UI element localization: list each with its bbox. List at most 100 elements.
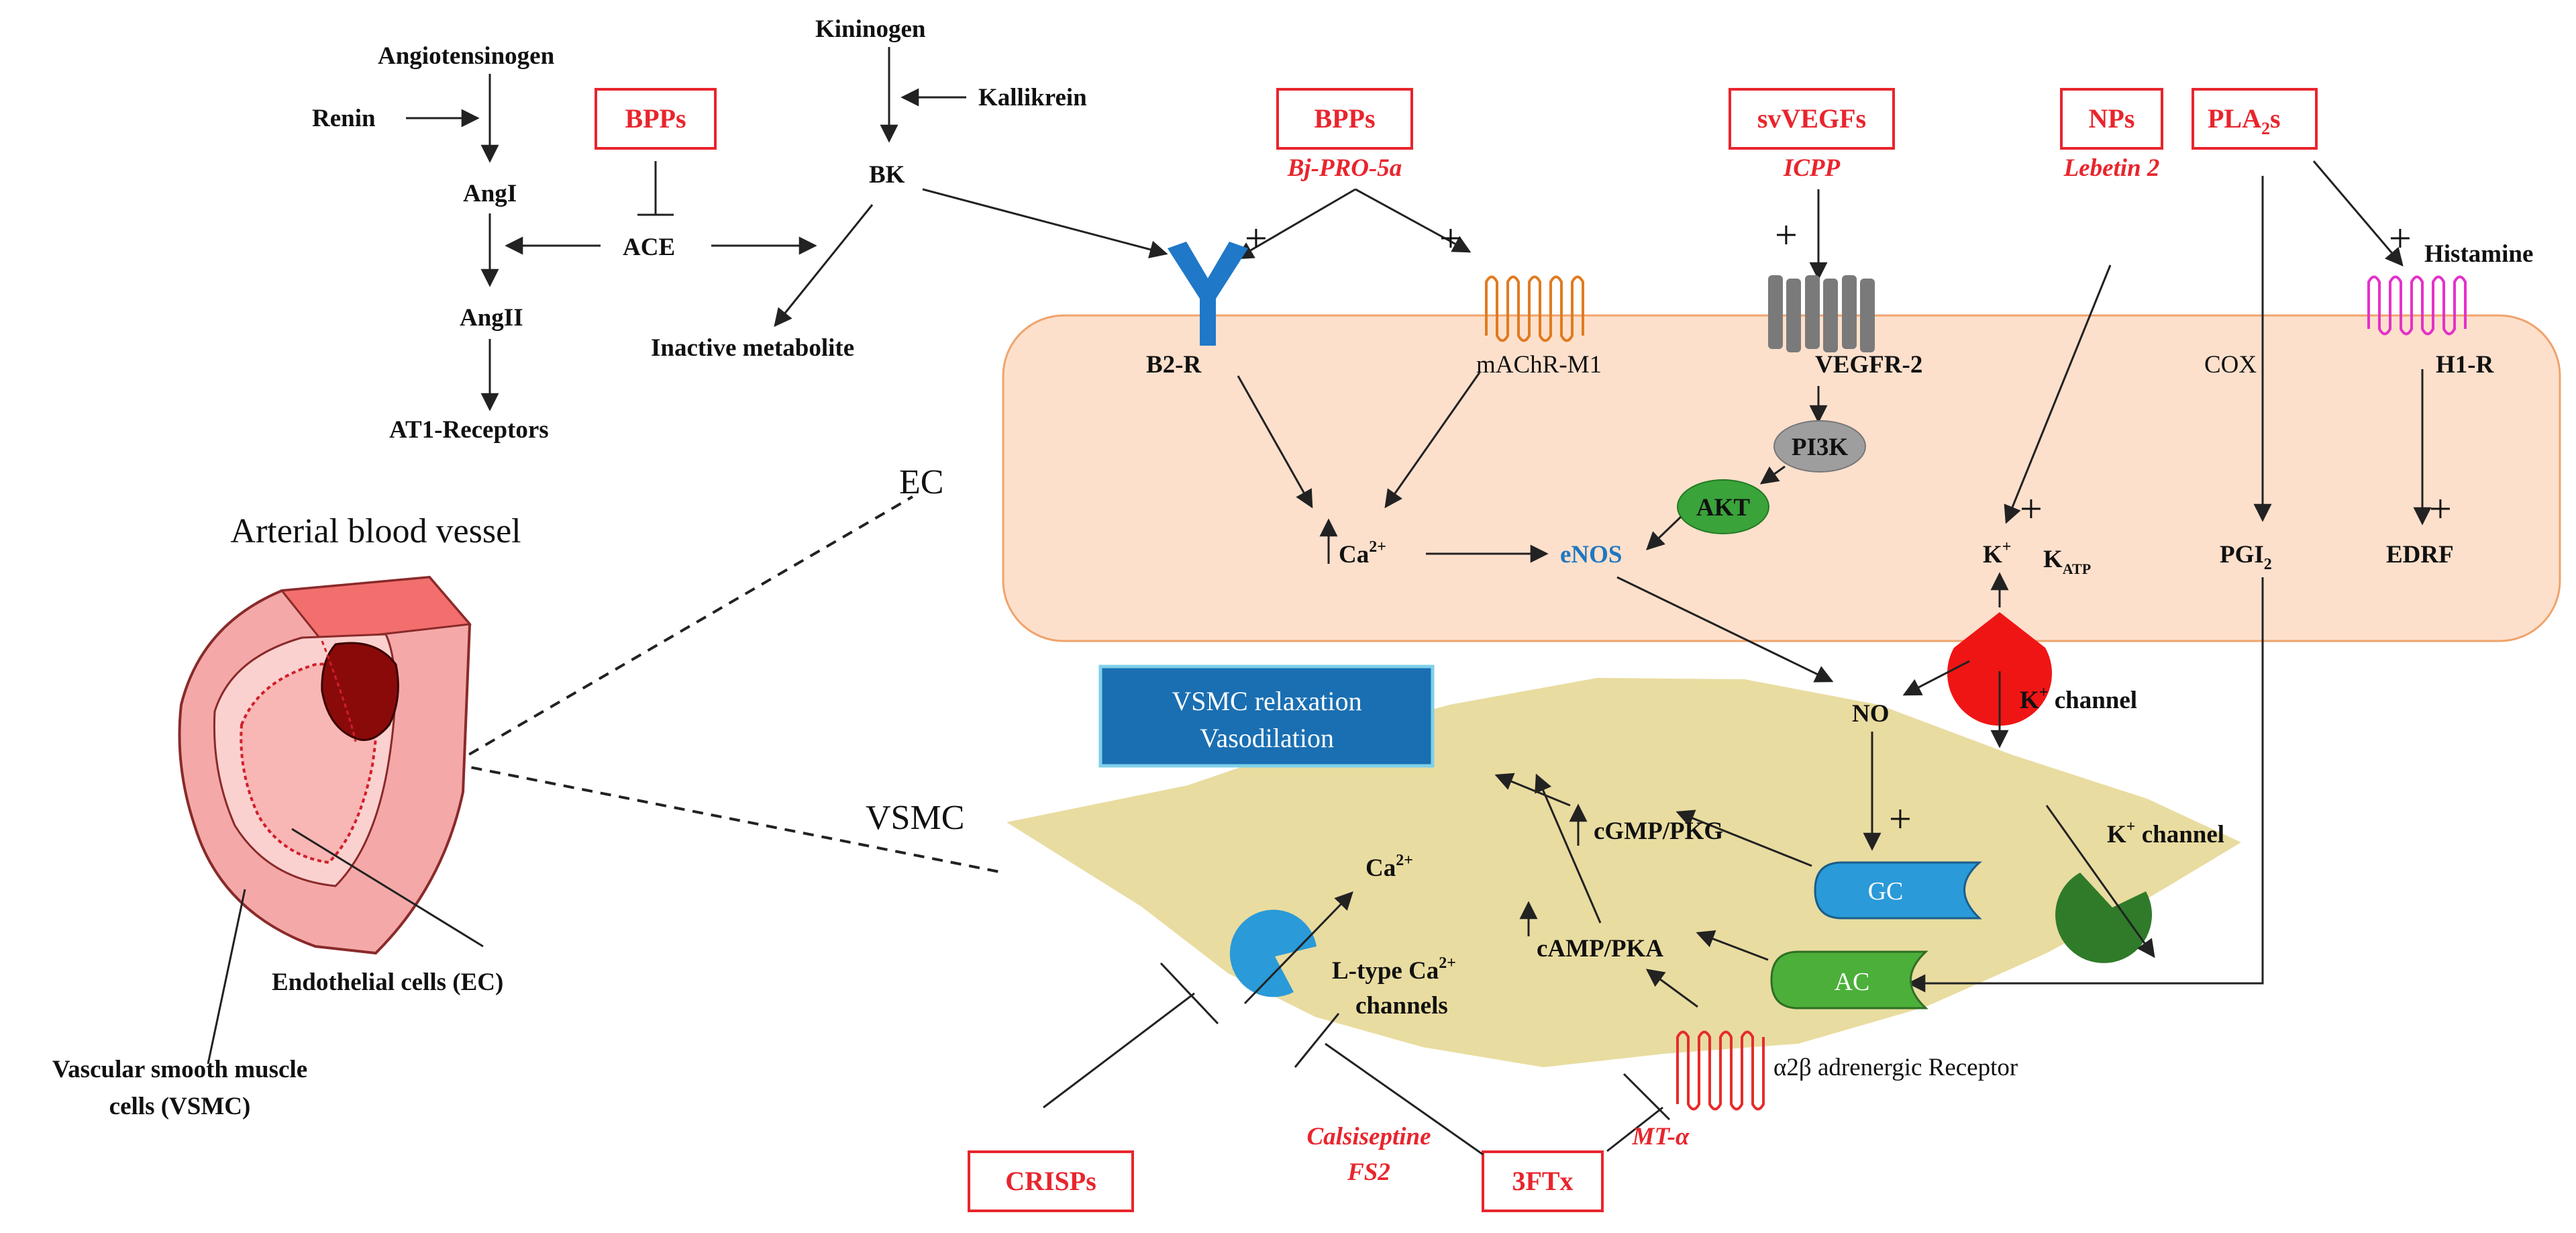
crisps-inhibition-line <box>1043 992 1195 1109</box>
bk-to-b2r-arrow <box>922 188 1168 258</box>
3ftx-ltype-inhibition-line <box>1325 1042 1484 1156</box>
vsmc-region <box>1007 678 2241 1067</box>
alpha2-to-camp-arrow <box>1645 969 1698 1008</box>
3ftx-label: 3FTx <box>1512 1166 1573 1196</box>
k-channel-vsmc-label: K+ channel <box>2107 818 2224 848</box>
fs2-label: FS2 <box>1347 1158 1390 1186</box>
3ftx-alpha2-inhibition-line <box>1606 1106 1663 1152</box>
l-type-channel-icon <box>1229 909 1317 997</box>
plus-machr: + <box>1439 216 1462 260</box>
3ftx-alpha2-inhibition-bar <box>1622 1073 1671 1121</box>
nps-label: NPs <box>2089 103 2135 134</box>
nps-to-katp-arrow <box>2004 264 2112 524</box>
angI-label: AngI <box>463 180 517 207</box>
ec-dashed-pointer <box>452 495 914 765</box>
k-channel-vsmc-icon <box>2055 873 2153 963</box>
pi3k-label: PI3K <box>1792 434 1849 461</box>
pi3k-node <box>1773 420 1866 473</box>
endothelial-cells-label: Endothelial cells (EC) <box>272 969 503 996</box>
bpps-mid-label: BPPs <box>1314 103 1375 134</box>
ac-node <box>1770 950 1928 1009</box>
ec-label: EC <box>899 463 943 501</box>
kallikrein-label: Kallikrein <box>978 84 1087 111</box>
gc-node <box>1814 861 1982 920</box>
plus-b2r: + <box>1245 216 1268 260</box>
ca-ec-label: Ca2+ <box>1339 538 1386 569</box>
ac-label: AC <box>1835 968 1870 996</box>
b2r-to-ca-arrow <box>1237 375 1313 509</box>
b2r-receptor-icon <box>1168 242 1248 346</box>
bpps-left-box <box>595 88 717 150</box>
cgmp-to-relax-arrow <box>1494 773 1571 807</box>
machr-label: mAChR-M1 <box>1476 351 1602 379</box>
inactive-metabolite-label: Inactive metabolite <box>651 334 854 362</box>
camp-pka-label: cAMP/PKA <box>1537 935 1663 963</box>
plus-katp: + <box>2020 487 2043 531</box>
katp-label: KATP <box>2043 546 2091 577</box>
3ftx-ltype-inhibition-bar <box>1294 1013 1340 1068</box>
gc-to-cgmp-arrow <box>1676 809 1812 867</box>
h1r-receptor-icon <box>2367 275 2467 336</box>
calsiseptine-label: Calsiseptine <box>1306 1123 1431 1150</box>
vegfr2-label: VEGFR-2 <box>1815 351 1922 379</box>
bpps-left-label: BPPs <box>625 103 686 134</box>
no-label: NO <box>1852 700 1890 728</box>
ltype-to-ca-arrow <box>1243 891 1353 1005</box>
akt-to-enos-arrow <box>1646 515 1682 550</box>
enos-label: eNOS <box>1560 541 1622 569</box>
kchannel-vsmc-arrow <box>2045 805 2155 958</box>
cgmp-pkg-label: cGMP/PKG <box>1594 818 1723 845</box>
kchannel-to-no-arrow <box>1902 660 1970 696</box>
vsmc-relaxation-box <box>1098 664 1435 768</box>
3ftx-box <box>1482 1150 1604 1212</box>
alpha2-receptor-label: α2β adrenergic Receptor <box>1773 1054 2018 1081</box>
camp-to-relax-arrow <box>1535 773 1602 924</box>
plus-edrf: + <box>2429 487 2452 531</box>
arterial-vessel-illustration <box>178 575 472 955</box>
pi3k-to-akt-arrow <box>1759 465 1786 485</box>
alpha2-receptor-icon <box>1676 1030 1765 1111</box>
crisps-label: CRISPs <box>1005 1166 1096 1196</box>
machr-receptor-icon <box>1485 275 1584 342</box>
machr-to-ca-arrow <box>1384 372 1481 509</box>
b2r-label: B2-R <box>1146 351 1202 379</box>
k-channel-ec-icon <box>1947 612 2052 726</box>
bk-to-inactive-arrow <box>774 204 874 328</box>
pla2s-box <box>2192 88 2318 150</box>
mt-alpha-label: MT-α <box>1632 1123 1690 1150</box>
bj-pro-5a-label: Bj-PRO-5a <box>1287 154 1402 182</box>
vsmc-cells-label-1: Vascular smooth muscle <box>52 1056 307 1083</box>
icpp-label: ICPP <box>1783 154 1841 182</box>
pgi2-to-ac-arrow <box>1907 577 2264 993</box>
plus-vegfr2: + <box>1775 213 1798 257</box>
h1r-label: H1-R <box>2436 351 2495 379</box>
l-type-channels-label: channels <box>1355 992 1448 1020</box>
angiotensinogen-label: Angiotensinogen <box>378 42 555 70</box>
bpps-to-machr-arrow <box>1355 188 1472 253</box>
k-ec-label: K+ <box>1983 538 2011 569</box>
angII-label: AngII <box>460 304 523 332</box>
edrf-label: EDRF <box>2386 541 2454 569</box>
akt-label: AKT <box>1696 494 1751 522</box>
vsmc-relaxation-line1: VSMC relaxation <box>1172 686 1361 716</box>
k-channel-ec-label: K+ channel <box>2020 684 2137 714</box>
endothelial-pointer-line <box>291 828 484 948</box>
plus-gc: + <box>1889 797 1912 841</box>
crisps-box <box>968 1150 1134 1212</box>
cox-label: COX <box>2204 351 2257 379</box>
vsmc-pointer-line <box>207 889 246 1065</box>
at1-receptors-label: AT1-Receptors <box>389 416 549 444</box>
kininogen-label: Kininogen <box>815 15 926 43</box>
gc-label: GC <box>1868 877 1904 905</box>
ac-to-camp-arrow <box>1696 930 1769 961</box>
vsmc-label: VSMC <box>866 799 964 837</box>
vsmc-relaxation-line2: Vasodilation <box>1200 723 1334 753</box>
svvegfs-box <box>1729 88 1895 150</box>
ca-vsmc-label: Ca2+ <box>1366 852 1413 882</box>
vegfr2-receptor-icon <box>1768 275 1875 352</box>
l-type-label: L-type Ca2+ <box>1332 954 1456 985</box>
akt-node <box>1677 479 1769 534</box>
bpps-to-b2r-arrow <box>1235 188 1356 260</box>
